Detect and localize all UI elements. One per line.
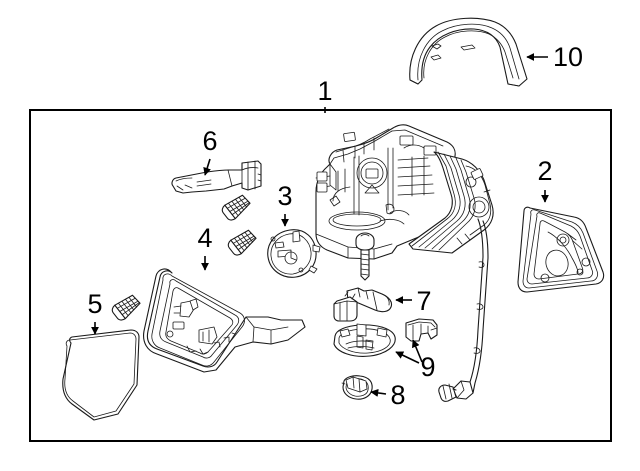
part-9-puddle-lamp-cover bbox=[405, 318, 438, 342]
callout-leaders bbox=[91, 53, 549, 397]
callout-label-9: 9 bbox=[420, 352, 435, 382]
part-8-retainer-clip bbox=[341, 375, 373, 400]
part-4-mirror-housing-bezel bbox=[143, 268, 306, 373]
mirror-wiring-harness bbox=[438, 218, 489, 402]
leader-9a bbox=[395, 351, 420, 364]
callout-label-7: 7 bbox=[416, 286, 431, 316]
part-1-mirror-housing-body bbox=[315, 124, 494, 260]
part-3-mirror-actuator-motor bbox=[267, 229, 321, 278]
leader-8 bbox=[370, 388, 387, 397]
part-7-puddle-lamp-connector bbox=[333, 287, 393, 322]
leader-9b bbox=[412, 339, 423, 363]
part-10-mirror-outer-cover-cap bbox=[409, 17, 528, 87]
screw-mirror-glass bbox=[111, 294, 141, 321]
callout-label-8: 8 bbox=[390, 380, 405, 410]
part-2-mirror-glass-backing-plate bbox=[517, 206, 605, 293]
screw-middle bbox=[227, 229, 257, 256]
callout-label-3: 3 bbox=[277, 181, 292, 211]
part-5-mirror-glass bbox=[62, 329, 140, 421]
leader-6 bbox=[203, 158, 211, 176]
screw-upper bbox=[221, 194, 251, 221]
callout-label-6: 6 bbox=[202, 126, 217, 156]
part-6-turn-signal-lamp-bracket bbox=[171, 160, 262, 194]
callout-label-10: 10 bbox=[553, 42, 583, 72]
callout-label-1: 1 bbox=[317, 76, 332, 106]
callout-label-5: 5 bbox=[87, 289, 102, 319]
callout-label-4: 4 bbox=[197, 223, 212, 253]
part-9-puddle-lamp-lens bbox=[333, 323, 396, 357]
callout-label-2: 2 bbox=[537, 156, 552, 186]
screw-vertical-center bbox=[355, 232, 375, 281]
